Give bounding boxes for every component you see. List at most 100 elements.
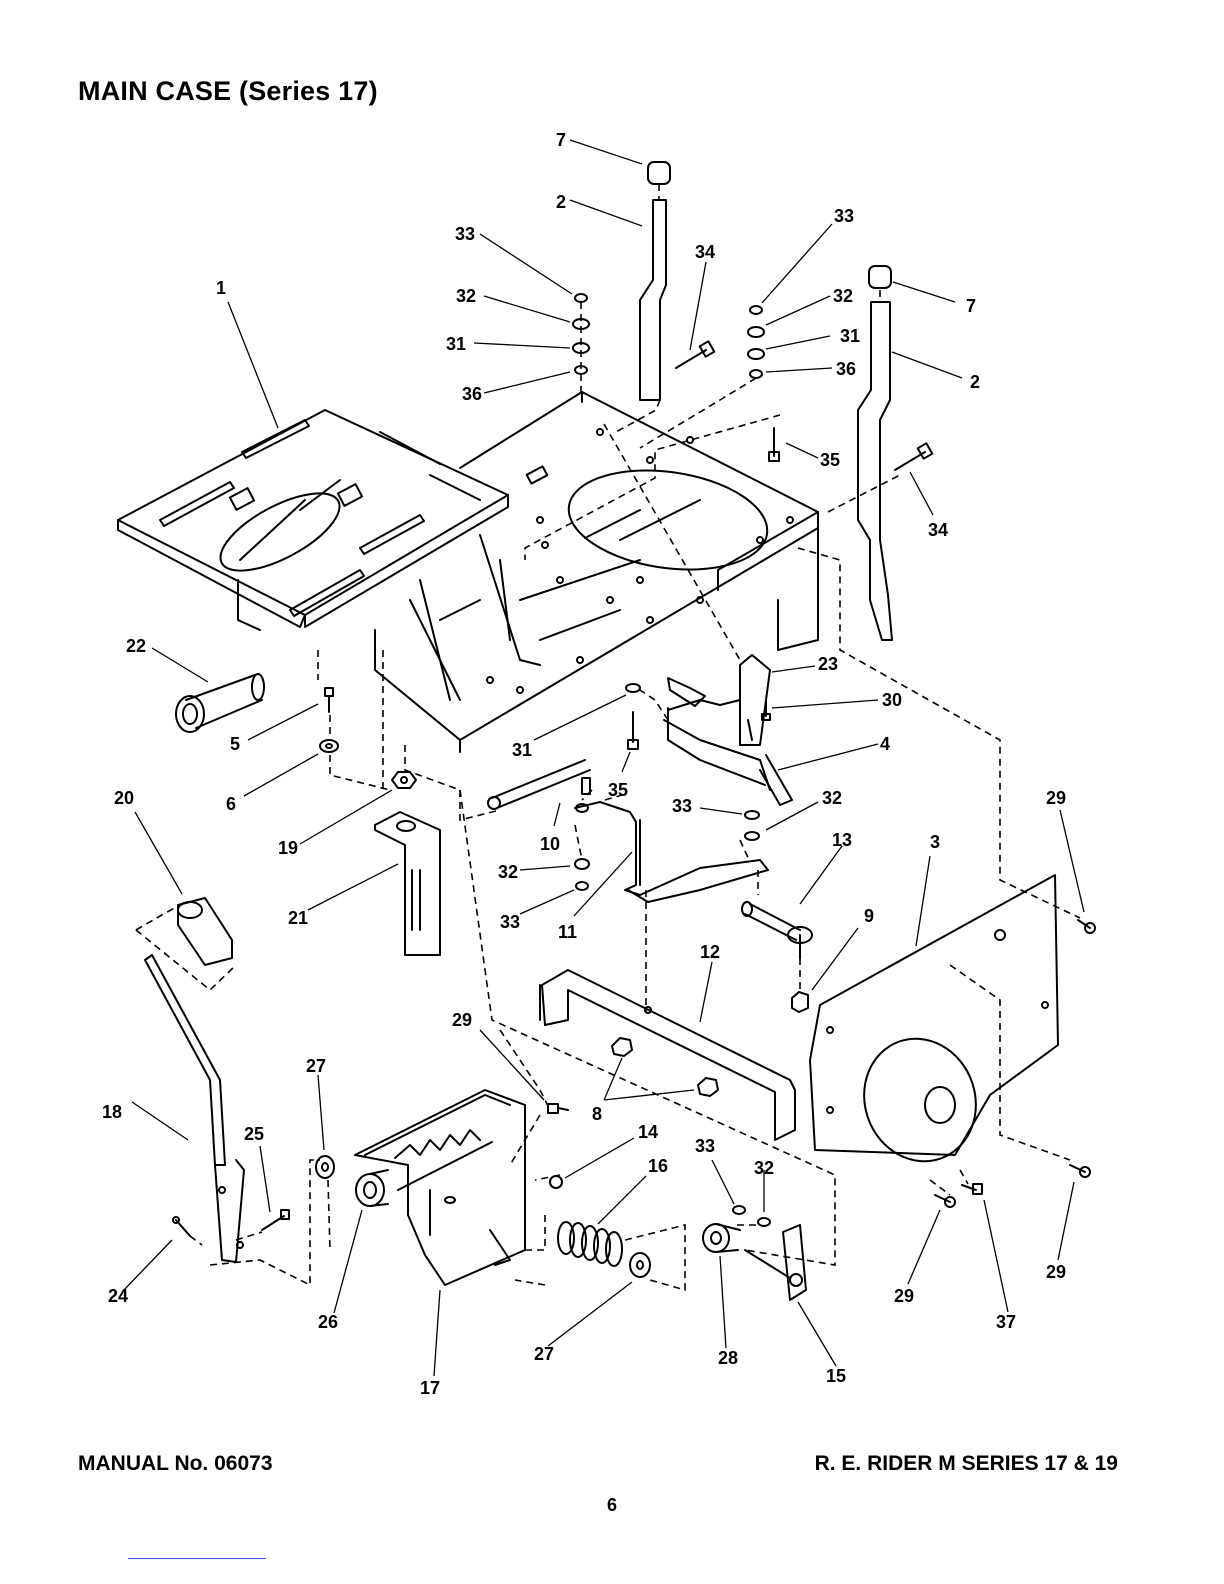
pin-13 (742, 902, 812, 958)
screw-37 (962, 1184, 982, 1194)
callout-32-lower: 32 (498, 862, 518, 882)
callout-5: 5 (230, 734, 240, 754)
callout-31-center: 31 (512, 740, 532, 760)
callout-33-left: 33 (455, 224, 475, 244)
callout-27-left: 27 (306, 1056, 326, 1076)
callout-27-right: 27 (534, 1344, 554, 1364)
callout-18: 18 (102, 1102, 122, 1122)
callout-28: 28 (718, 1348, 738, 1368)
callout-24: 24 (108, 1286, 128, 1306)
callout-35-center: 35 (608, 780, 628, 800)
callout-34-top: 34 (695, 242, 715, 262)
screw-29-bottom (935, 1195, 955, 1207)
nut-19 (392, 772, 416, 788)
callout-37: 37 (996, 1312, 1016, 1332)
bushing-26 (356, 1170, 388, 1206)
bellcrank-11 (575, 802, 768, 902)
callout-17: 17 (420, 1378, 440, 1398)
callout-2-left: 2 (556, 192, 566, 212)
bracket-12 (540, 970, 795, 1140)
callout-33-bottom: 33 (695, 1136, 715, 1156)
hardware-stack-center-lower (575, 859, 589, 890)
callout-31-right: 31 (840, 326, 860, 346)
rod-10 (488, 760, 590, 809)
callout-25: 25 (244, 1124, 264, 1144)
series-name: R. E. RIDER M SERIES 17 & 19 (815, 1452, 1118, 1476)
bushing-22 (176, 674, 264, 732)
callout-36-left: 36 (462, 384, 482, 404)
callout-20: 20 (114, 788, 134, 808)
bolt-29-small (548, 1104, 568, 1113)
callout-35-top: 35 (820, 450, 840, 470)
callout-3: 3 (930, 832, 940, 852)
hardware-stack-right (748, 306, 764, 378)
callout-31-left: 31 (446, 334, 466, 354)
callout-7-left: 7 (556, 130, 566, 150)
callout-8: 8 (592, 1104, 602, 1124)
page-number: 6 (0, 1495, 1224, 1516)
assembly-lines (136, 184, 1080, 1290)
callout-32-center: 32 (822, 788, 842, 808)
bracket-17 (355, 1090, 525, 1285)
bolt-34-left (676, 341, 714, 368)
bolt-5 (325, 688, 333, 712)
pin-24 (173, 1217, 190, 1236)
screw-29-lower-right (1070, 1165, 1090, 1177)
washer-27-left (316, 1156, 334, 1178)
callout-29-mid: 29 (452, 1010, 472, 1030)
callout-23: 23 (818, 654, 838, 674)
callout-7-right: 7 (966, 296, 976, 316)
side-plate-3 (810, 875, 1058, 1177)
callout-19: 19 (278, 838, 298, 858)
bracket-small-top (668, 678, 705, 706)
leader-lines (122, 140, 1084, 1376)
bushing-28 (703, 1224, 740, 1252)
bolt-34-right (895, 443, 932, 470)
callout-36-right: 36 (836, 359, 856, 379)
clip-15 (745, 1225, 806, 1300)
callout-13: 13 (832, 830, 852, 850)
bolt-35-lower (628, 712, 638, 749)
lift-handle-right (858, 302, 892, 640)
callout-33-lower: 33 (500, 912, 520, 932)
manual-number: MANUAL No. 06073 (78, 1452, 273, 1476)
bracket-23 (740, 655, 792, 805)
callout-32-left: 32 (456, 286, 476, 306)
nut-9 (792, 992, 808, 1012)
screw-29-upper-right (1078, 920, 1095, 933)
callout-15: 15 (826, 1366, 846, 1386)
callout-6: 6 (226, 794, 236, 814)
screw-25 (262, 1210, 289, 1230)
callout-16: 16 (648, 1156, 668, 1176)
handle-cap-right (869, 266, 891, 288)
lift-handle-left (640, 200, 666, 400)
callout-32-bottom: 32 (754, 1158, 774, 1178)
callout-9: 9 (864, 906, 874, 926)
callout-32-right: 32 (833, 286, 853, 306)
main-case-chassis (118, 392, 818, 752)
footnote-rule (128, 1558, 266, 1559)
callout-26: 26 (318, 1312, 338, 1332)
bolt-35-upper (769, 428, 779, 461)
callout-11: 11 (558, 922, 577, 942)
knob-20 (178, 898, 232, 965)
callout-22: 22 (126, 636, 146, 656)
bracket-21 (375, 812, 440, 955)
callout-33-right: 33 (834, 206, 854, 226)
handle-cap-left (648, 162, 670, 184)
lever-18 (145, 955, 244, 1262)
washer-6 (320, 740, 338, 752)
callout-2-right: 2 (970, 372, 980, 392)
callout-30: 30 (882, 690, 902, 710)
nut-14 (550, 1176, 562, 1188)
callout-34-right: 34 (928, 520, 948, 540)
callout-1: 1 (216, 278, 226, 298)
callout-21: 21 (288, 908, 308, 928)
callout-4: 4 (880, 734, 890, 754)
callout-14: 14 (638, 1122, 658, 1142)
callout-29-top-right: 29 (1046, 788, 1066, 808)
callout-10: 10 (540, 834, 560, 854)
callout-33-center: 33 (672, 796, 692, 816)
spring-16 (558, 1222, 622, 1266)
